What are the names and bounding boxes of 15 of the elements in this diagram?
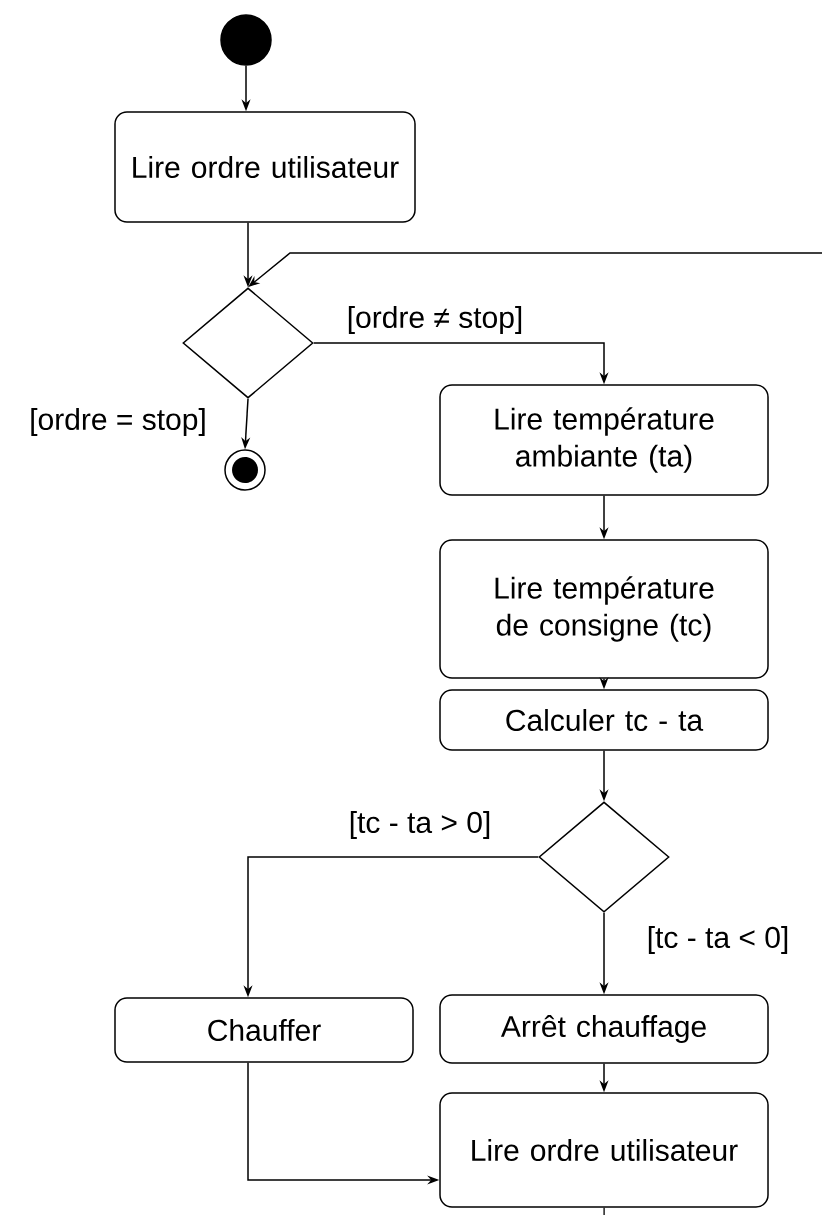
action-box: Arrêt chauffage xyxy=(439,994,769,1064)
action-box: Calculer tc - ta xyxy=(439,689,769,751)
end-node xyxy=(224,449,266,491)
action-box: Lire température ambiante (ta) xyxy=(439,384,769,496)
edge-label: [tc - ta < 0] xyxy=(645,925,791,955)
action-box: Chauffer xyxy=(114,997,414,1063)
edge-label: [ordre = stop] xyxy=(28,407,208,437)
start-node xyxy=(220,14,272,66)
action-box: Lire température de consigne (tc) xyxy=(439,539,769,679)
decision-diamond xyxy=(182,287,314,399)
action-box: Lire ordre utilisateur xyxy=(114,111,416,223)
edge-label: [ordre ≠ stop] xyxy=(345,305,525,335)
edge-label: [tc - ta > 0] xyxy=(347,810,493,840)
decision-diamond xyxy=(538,801,670,913)
action-box: Lire ordre utilisateur xyxy=(439,1092,769,1208)
